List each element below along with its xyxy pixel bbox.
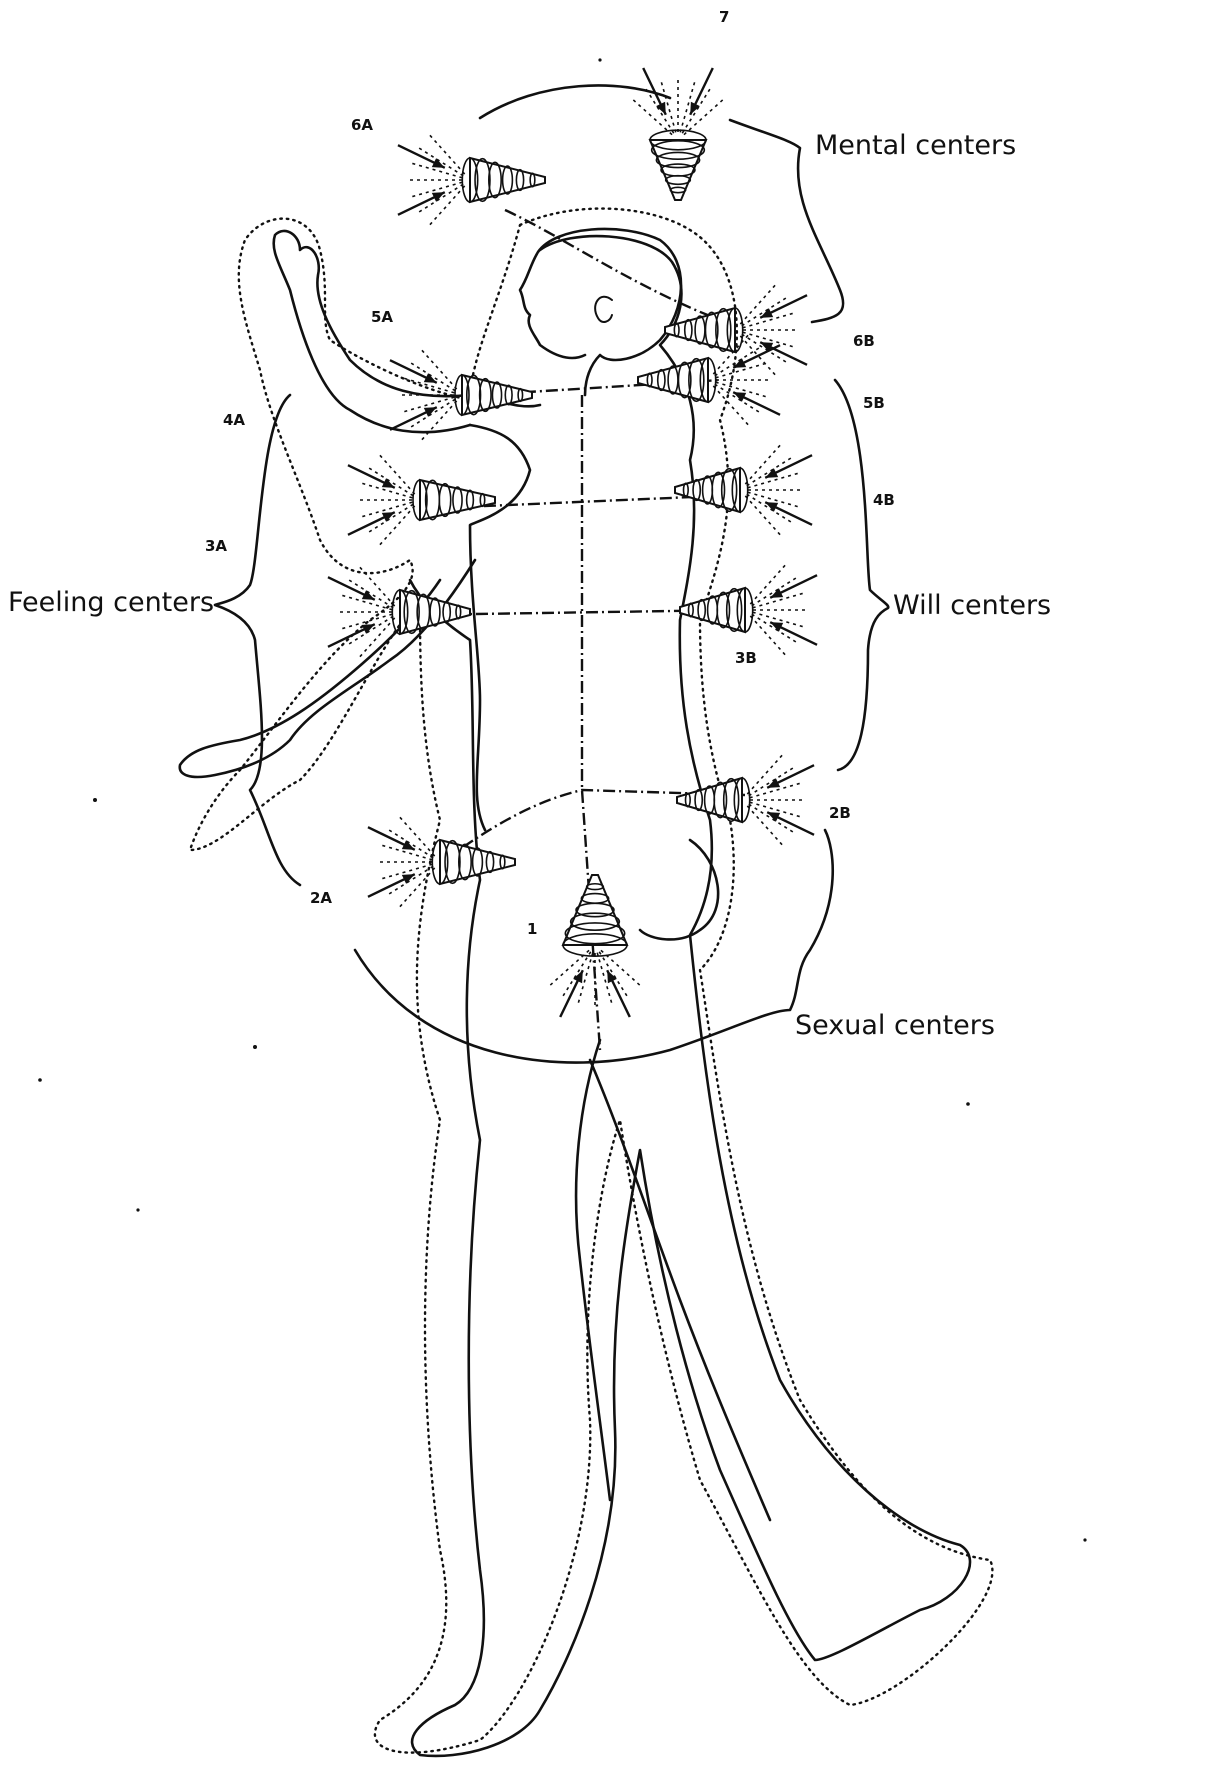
center-7-ray	[684, 99, 724, 135]
human-figure	[180, 209, 993, 1756]
label-2b: 2B	[829, 804, 851, 822]
center-4b	[675, 444, 812, 536]
mental-centers-label: Mental centers	[815, 130, 1016, 161]
figure-head	[520, 229, 681, 395]
center-6a-ray	[429, 134, 465, 174]
figure-body-outline	[410, 236, 970, 1756]
center-4b-ray	[745, 444, 781, 484]
center-6b-ray	[740, 284, 776, 324]
center-2b-ray	[747, 806, 783, 846]
center-5a-funnel	[462, 375, 532, 415]
sexual-centers-label: Sexual centers	[795, 1010, 995, 1041]
center-3b-ray	[750, 564, 786, 604]
center-4b-ray	[745, 496, 781, 536]
speck	[966, 1102, 970, 1106]
center-1-ray	[549, 950, 589, 986]
will-centers-label: Will centers	[893, 590, 1051, 621]
paper-specks	[38, 58, 1086, 1541]
speck	[598, 58, 601, 61]
label-5b: 5B	[863, 394, 885, 412]
center-4a-ray	[379, 506, 415, 546]
label-4b: 4B	[873, 491, 895, 509]
center-4a-ray	[379, 454, 415, 494]
feeling-bracket	[215, 395, 300, 885]
center-7	[632, 68, 724, 200]
center-5b-ray	[713, 386, 749, 426]
center-4a	[348, 454, 495, 546]
label-5a: 5A	[371, 308, 393, 326]
center-3b-funnel	[680, 588, 745, 632]
label-7: 7	[719, 8, 729, 26]
figure-raised-arm	[274, 231, 470, 432]
center-3b	[680, 564, 817, 656]
channel-head	[505, 210, 720, 320]
center-2a-ray	[399, 868, 435, 908]
figure-ear	[595, 297, 612, 322]
center-4b-funnel	[675, 468, 740, 512]
label-1: 1	[527, 920, 537, 938]
figure-aura-outline	[190, 209, 992, 1753]
center-2a	[368, 816, 515, 908]
figure-inner-legs	[576, 1040, 770, 1520]
speck	[93, 798, 97, 802]
speck	[38, 1078, 42, 1082]
label-2a: 2A	[310, 889, 332, 907]
center-6a-funnel	[470, 158, 545, 202]
center-3a-funnel	[400, 590, 470, 634]
mental-bracket	[480, 85, 843, 322]
center-6a	[398, 134, 545, 226]
center-7-ray	[632, 99, 672, 135]
speck	[136, 1208, 139, 1211]
center-6a-ray	[429, 186, 465, 226]
central-channel	[582, 395, 600, 1050]
feeling-centers-label: Feeling centers	[8, 587, 214, 618]
center-2a-ray	[399, 816, 435, 856]
center-1-ray	[601, 950, 641, 986]
center-2b-ray	[747, 754, 783, 794]
label-6a: 6A	[351, 116, 373, 134]
center-5a-ray	[421, 401, 457, 441]
speck	[253, 1045, 257, 1049]
center-4a-funnel	[420, 480, 495, 520]
label-3a: 3A	[205, 537, 227, 555]
center-2b	[677, 754, 814, 846]
label-3b: 3B	[735, 649, 757, 667]
group-brackets	[215, 85, 888, 1062]
label-4a: 4A	[223, 411, 245, 429]
label-6b: 6B	[853, 332, 875, 350]
center-3a	[328, 566, 470, 658]
center-5a-ray	[421, 349, 457, 389]
labels: 7 6A 6B 5A 5B 4A 4B 3A 3B 2A 2B 1 Mental…	[8, 8, 1051, 1041]
will-bracket	[835, 380, 888, 770]
speck	[1083, 1538, 1086, 1541]
center-1	[549, 875, 641, 1017]
